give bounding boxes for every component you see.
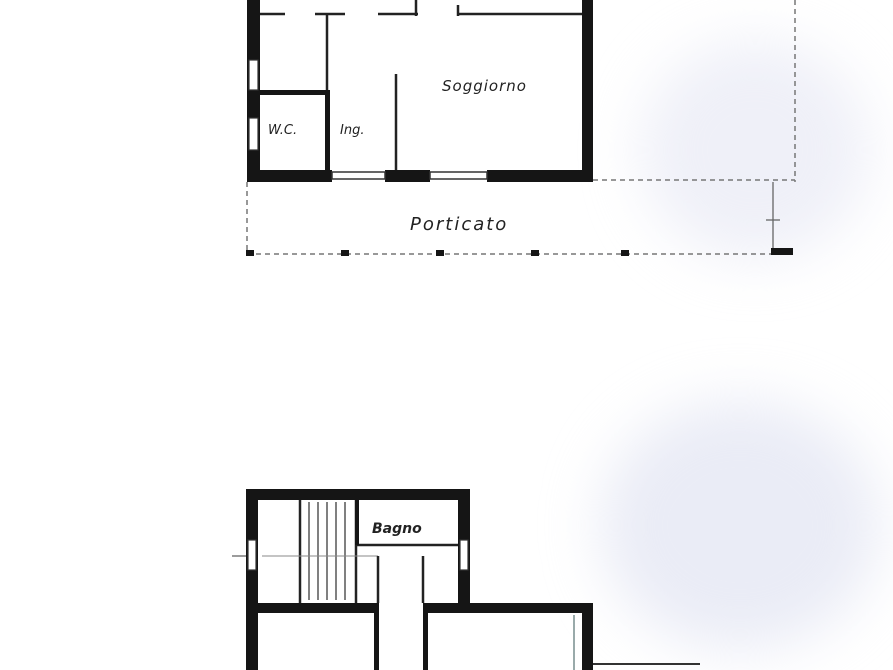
corridor-wall-right bbox=[423, 603, 428, 670]
label-bagno: Bagno bbox=[372, 521, 422, 537]
label-ing: Ing. bbox=[340, 123, 364, 138]
wall-mid-left bbox=[246, 603, 378, 613]
bagno-wall-left bbox=[355, 500, 359, 545]
wall-top bbox=[246, 489, 470, 500]
wall-right-lower bbox=[582, 603, 593, 670]
window-bottom-2 bbox=[429, 171, 488, 180]
label-soggiorno: Soggiorno bbox=[442, 77, 527, 95]
pillar-6 bbox=[771, 248, 793, 255]
wall-left bbox=[246, 489, 258, 670]
wall-bottom-right bbox=[487, 170, 593, 182]
wall-bottom-left bbox=[247, 170, 332, 182]
window-left bbox=[248, 59, 259, 91]
pillar-4 bbox=[531, 250, 539, 256]
pillar-3 bbox=[436, 250, 444, 256]
window-bottom-1 bbox=[331, 171, 386, 180]
staircase bbox=[262, 500, 378, 603]
lower-floor-plan: Bagno bbox=[232, 489, 700, 670]
wall-right bbox=[582, 0, 593, 182]
wc-wall-top bbox=[260, 90, 330, 95]
label-porticato: Porticato bbox=[410, 214, 508, 235]
pillar-1 bbox=[246, 250, 254, 256]
window-bagno bbox=[459, 539, 469, 571]
pillar-5 bbox=[621, 250, 629, 256]
wc-wall-lower bbox=[325, 92, 330, 172]
label-wc: W.C. bbox=[268, 123, 297, 138]
window-left-2 bbox=[248, 117, 259, 151]
wall-left bbox=[247, 0, 260, 182]
pillar-2 bbox=[341, 250, 349, 256]
corridor-wall-left bbox=[374, 603, 379, 670]
window-left-lower bbox=[247, 539, 257, 571]
wall-bottom-mid bbox=[385, 170, 430, 182]
upper-floor-plan: Soggiorno W.C. Ing. Porticato bbox=[246, 0, 796, 256]
wall-mid-right bbox=[425, 603, 593, 613]
